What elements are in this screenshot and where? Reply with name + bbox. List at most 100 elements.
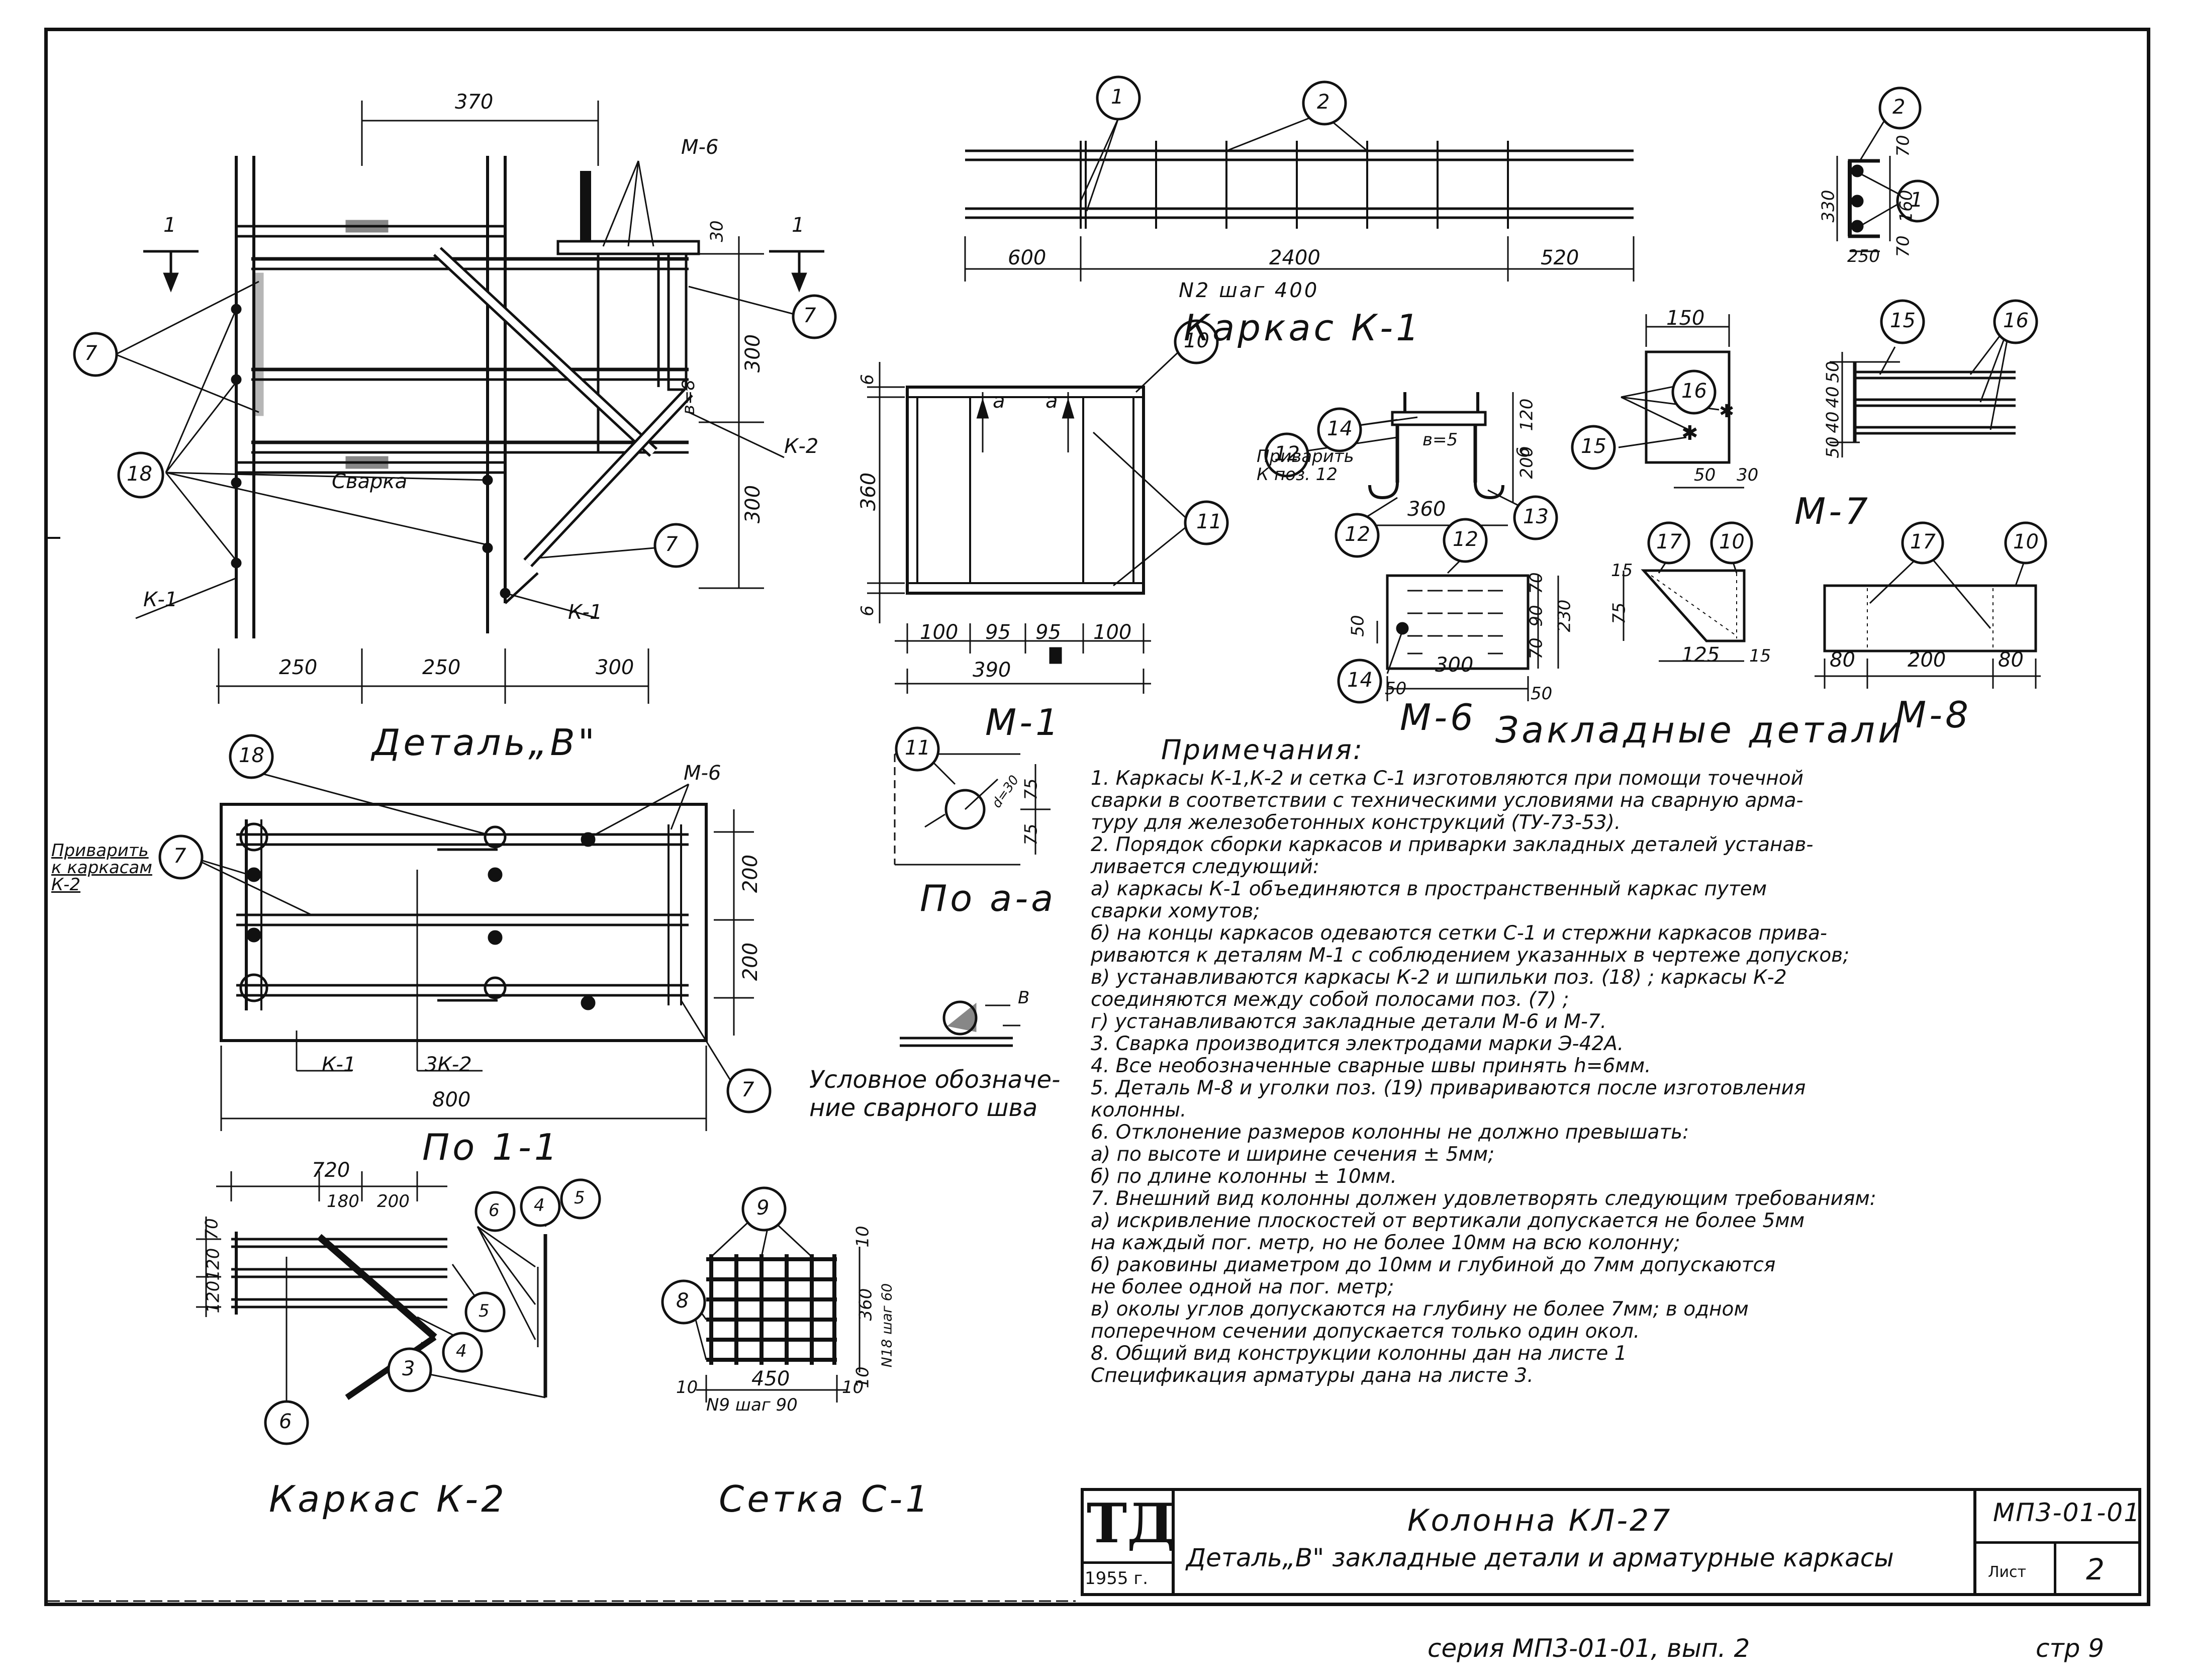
dim-125: 125 bbox=[1681, 643, 1720, 667]
title-m1: М-1 bbox=[985, 701, 1062, 743]
weld-leg-b: В bbox=[1018, 988, 1030, 1008]
s1-drawing bbox=[693, 1221, 861, 1403]
marker-9: 9 bbox=[756, 1196, 770, 1220]
dim-300: 300 bbox=[741, 334, 765, 373]
dim-100: 100 bbox=[920, 621, 959, 644]
title-m7: М-7 bbox=[1794, 490, 1871, 532]
marker-11: 11 bbox=[905, 736, 930, 760]
dim-70: 70 bbox=[1526, 572, 1547, 594]
note-line: в) околы углов допускаются на глубину не… bbox=[1091, 1298, 1749, 1321]
dim-90: 90 bbox=[1526, 605, 1547, 627]
dim-120: 120 bbox=[203, 1280, 224, 1314]
marker-6: 6 bbox=[279, 1410, 292, 1433]
label-k1: К-1 bbox=[143, 588, 178, 611]
note-line: б) по длине колонны ± 10мм. bbox=[1091, 1165, 1397, 1188]
dim-70: 70 bbox=[1893, 235, 1914, 257]
marker-12: 12 bbox=[1453, 528, 1478, 551]
marker-1: 1 bbox=[1910, 189, 1923, 212]
label-m6: М-6 bbox=[684, 762, 721, 785]
m6-top-drawing bbox=[1279, 392, 1524, 526]
dim-200: 200 bbox=[1908, 648, 1946, 672]
dim-250: 250 bbox=[279, 656, 318, 679]
marker-16: 16 bbox=[2003, 309, 2029, 332]
dim-200: 200 bbox=[377, 1191, 410, 1211]
title-embedded: Закладные детали bbox=[1495, 709, 1905, 751]
dim-40: 40 bbox=[1823, 411, 1843, 433]
marker-4: 4 bbox=[456, 1341, 467, 1361]
dim-800: 800 bbox=[432, 1088, 471, 1111]
dim-720: 720 bbox=[312, 1159, 350, 1182]
label-m6: М-6 bbox=[681, 136, 719, 159]
dim-50: 50 bbox=[1823, 436, 1843, 458]
note-line: 1. Каркасы К-1,К-2 и сетка С-1 изготовля… bbox=[1091, 767, 1803, 790]
section-marker-a: а bbox=[993, 390, 1005, 413]
marker-7: 7 bbox=[803, 304, 816, 327]
marker-10: 10 bbox=[1719, 530, 1745, 553]
step-n2: N2 шаг 400 bbox=[1179, 279, 1319, 302]
note-line: ливается следующий: bbox=[1091, 856, 1319, 878]
marker-18: 18 bbox=[239, 744, 264, 767]
label-k2: К-2 bbox=[784, 435, 819, 458]
dim-180: 180 bbox=[327, 1191, 359, 1211]
dim-10: 10 bbox=[852, 1226, 873, 1248]
dim-390: 390 bbox=[973, 659, 1011, 682]
marker-2: 2 bbox=[1892, 96, 1906, 119]
dim-250: 250 bbox=[422, 656, 461, 679]
note-line: соединяются между собой полосами поз. (7… bbox=[1091, 988, 1569, 1011]
notes-heading: Примечания: bbox=[1161, 734, 1364, 766]
dim-600: 600 bbox=[1008, 246, 1047, 269]
marker-1: 1 bbox=[1111, 85, 1124, 109]
note-line: а) искривление плоскостей от вертикали д… bbox=[1091, 1209, 1805, 1232]
title-detail-v: Деталь„В" bbox=[372, 721, 598, 764]
dim-10: 10 bbox=[852, 1366, 873, 1388]
label-welding: Сварка bbox=[332, 470, 408, 493]
label-k1: К-1 bbox=[322, 1053, 356, 1076]
label-weld-symbol: Условное обозначе- ние сварного шва bbox=[809, 1066, 1061, 1122]
title-section-11: По 1-1 bbox=[422, 1126, 560, 1168]
marker-17: 17 bbox=[1910, 530, 1936, 553]
marker-10: 10 bbox=[1184, 329, 1209, 352]
dim-b5: в=5 bbox=[1422, 430, 1458, 450]
note-line: 2. Порядок сборки каркасов и приварки за… bbox=[1091, 833, 1814, 856]
label-k1: К-1 bbox=[568, 601, 603, 624]
note-line: а) каркасы К-1 объединяются в пространст… bbox=[1091, 878, 1767, 900]
section-marker-1: 1 bbox=[163, 214, 176, 237]
marker-17: 17 bbox=[1656, 530, 1682, 553]
dim-2400: 2400 bbox=[1269, 246, 1320, 269]
note-weld-to-pos12: Приварить К поз. 12 bbox=[1257, 446, 1354, 485]
dim-15: 15 bbox=[1749, 646, 1771, 666]
marker-6: 6 bbox=[489, 1200, 500, 1221]
stamp-sheet-label: Лист bbox=[1988, 1563, 2027, 1581]
note-line: 3. Сварка производится электродами марки… bbox=[1091, 1033, 1624, 1055]
dim-230: 230 bbox=[1554, 599, 1575, 632]
svg-text:✱: ✱ bbox=[1719, 401, 1734, 422]
dim-250: 250 bbox=[1847, 246, 1880, 266]
note-line: сварки хомутов; bbox=[1091, 900, 1260, 922]
marker-14: 14 bbox=[1347, 669, 1373, 692]
drawing-frame bbox=[44, 28, 2150, 1606]
stamp-year: 1955 г. bbox=[1085, 1568, 1149, 1589]
dim-50: 50 bbox=[1823, 361, 1843, 383]
dim-200: 200 bbox=[739, 942, 763, 981]
note-line: поперечном сечении допускается только од… bbox=[1091, 1320, 1640, 1343]
dim-50: 50 bbox=[1694, 465, 1716, 485]
note-line: 6. Отклонение размеров колонны не должно… bbox=[1091, 1121, 1689, 1144]
dim-370: 370 bbox=[455, 90, 494, 114]
dim-75: 75 bbox=[1609, 602, 1630, 624]
note-line: 8. Общий вид конструкции колонны дан на … bbox=[1091, 1342, 1627, 1365]
marker-12: 12 bbox=[1274, 442, 1300, 465]
marker-15: 15 bbox=[1890, 309, 1916, 332]
dim-10: 10 bbox=[842, 1377, 864, 1397]
dim-40: 40 bbox=[1823, 386, 1843, 408]
footer-series: серия МП3-01-01, вып. 2 bbox=[1428, 1634, 1750, 1663]
dim-6: 6 bbox=[857, 605, 878, 616]
section-marker-1: 1 bbox=[792, 214, 805, 237]
dim-200: 200 bbox=[739, 854, 763, 893]
marker-7: 7 bbox=[741, 1078, 754, 1101]
dim-6: 6 bbox=[857, 374, 878, 385]
note-line: а) по высоте и ширине сечения ± 5мм; bbox=[1091, 1143, 1495, 1166]
note-line: сварки в соответствии с техническими усл… bbox=[1091, 789, 1803, 812]
note-line: 4. Все необозначенные сварные швы принят… bbox=[1091, 1055, 1651, 1077]
title-k2: Каркас К-2 bbox=[269, 1478, 507, 1520]
